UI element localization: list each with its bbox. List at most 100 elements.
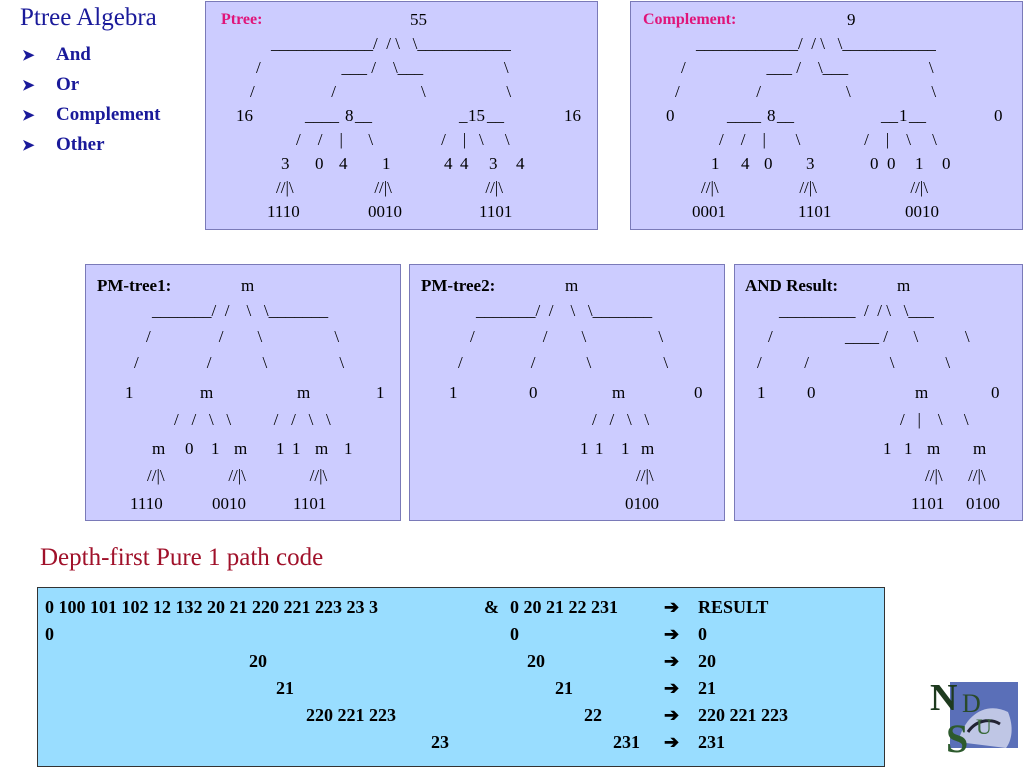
tree-edges: //|\ //|\	[925, 466, 986, 485]
complement-node: 0	[994, 106, 1003, 125]
ndsu-logo: N D S U	[930, 677, 1018, 761]
and-result-node: m	[915, 383, 929, 402]
ptree-node: 8	[345, 106, 354, 125]
pm-tree1-node: m	[152, 439, 166, 458]
ptree-node: 4	[444, 154, 453, 173]
and-result-node: 0	[991, 383, 1000, 402]
path-code-right: 20	[527, 651, 545, 671]
pm-tree1-node: m	[234, 439, 248, 458]
ptree-root: 55	[410, 10, 427, 29]
tree-edges: //|\ //|\ //|\	[701, 178, 928, 197]
and-result-node: m	[973, 439, 987, 458]
arrow-bullet-icon: ➤	[22, 137, 35, 154]
path-code-left: 220 221 223	[306, 705, 396, 725]
pm-tree2-node: 1	[595, 439, 604, 458]
bullet-list: ➤And ➤Or ➤Complement ➤Other	[22, 40, 160, 160]
complement-node: 0	[942, 154, 951, 173]
arrow-bullet-icon: ➤	[22, 47, 35, 64]
bullet-item: ➤Or	[22, 70, 160, 100]
right-arrow-icon: ➔	[664, 597, 680, 617]
complement-node: 0	[764, 154, 773, 173]
pm-tree1-node: m	[200, 383, 214, 402]
right-arrow-icon: ➔	[664, 732, 680, 752]
tree-edges: ____________/ / \ \___________	[271, 34, 511, 53]
path-code-right: 22	[584, 705, 602, 725]
complement-node: 0	[870, 154, 879, 173]
bullet-item: ➤And	[22, 40, 160, 70]
tree-edges: //|\ //|\ //|\	[276, 178, 503, 197]
pm-tree1-label: PM-tree1:	[97, 276, 172, 295]
pm-tree2-node: 1	[621, 439, 630, 458]
complement-box: Complement: 9 ____________/ / \ \_______…	[630, 1, 1023, 230]
and-result-node: 1	[883, 439, 892, 458]
complement-leaf-code: 1101	[798, 202, 832, 221]
tree-edges: _________ / / \ \___	[779, 301, 934, 320]
and-result-leaf-code: 1101	[911, 494, 945, 513]
svg-text:U: U	[976, 714, 992, 739]
ptree-leaf-code: 0010	[368, 202, 402, 221]
pm-tree2-node: 0	[694, 383, 703, 402]
pm-tree2-label: PM-tree2:	[421, 276, 496, 295]
bullet-item: ➤Other	[22, 130, 160, 160]
tree-edges: ____	[727, 106, 761, 125]
ptree-node: 16	[236, 106, 253, 125]
and-result-box: AND Result: m _________ / / \ \___ / ___…	[734, 264, 1023, 521]
pm-tree1-node: m	[315, 439, 329, 458]
path-code-left: 20	[249, 651, 267, 671]
complement-node: 1	[711, 154, 720, 173]
and-result-root: m	[897, 276, 911, 295]
tree-edges: __	[909, 106, 926, 125]
path-code-result: 231	[698, 732, 725, 752]
svg-text:D: D	[962, 689, 981, 718]
and-result-label: AND Result:	[745, 276, 839, 295]
and-result-node: m	[927, 439, 941, 458]
ptree-node: 0	[315, 154, 324, 173]
pm-tree1-node: 1	[276, 439, 285, 458]
and-symbol: &	[484, 597, 499, 617]
path-code-right: 21	[555, 678, 573, 698]
tree-edges: _______/ / \ \_______	[152, 301, 329, 320]
ptree-node: 4	[339, 154, 348, 173]
pm-tree1-leaf-code: 0010	[212, 494, 246, 513]
pm-tree1-node: 1	[376, 383, 385, 402]
tree-edges: / / \ \ / / \ \	[174, 410, 331, 429]
complement-root: 9	[847, 10, 856, 29]
and-result-leaf-code: 0100	[966, 494, 1000, 513]
pm-tree1-node: 0	[185, 439, 194, 458]
tree-edges: __	[777, 106, 794, 125]
ptree-leaf-code: 1101	[479, 202, 513, 221]
ptree-node: 3	[489, 154, 498, 173]
path-code-left: 0 100 101 102 12 132 20 21 220 221 223 2…	[45, 597, 378, 617]
ptree-box: Ptree: 55 ____________/ / \ \___________…	[205, 1, 598, 230]
ptree-node: 1	[382, 154, 391, 173]
path-code-left: 21	[276, 678, 294, 698]
tree-edges: / / \ \	[146, 327, 340, 346]
tree-edges: / / \ \	[458, 353, 669, 372]
tree-edges: //|\	[636, 466, 654, 485]
tree-edges: / ___ / \___ \	[256, 58, 509, 77]
right-arrow-icon: ➔	[664, 705, 680, 725]
tree-edges: ____________/ / \ \___________	[696, 34, 936, 53]
pm-tree2-node: m	[641, 439, 655, 458]
path-code-left: 23	[431, 732, 449, 752]
pm-tree1-leaf-code: 1101	[293, 494, 327, 513]
complement-node: 3	[806, 154, 815, 173]
pm-tree2-root: m	[565, 276, 579, 295]
arrow-bullet-icon: ➤	[22, 77, 35, 94]
tree-edges: / ___ / \___ \	[681, 58, 934, 77]
pm-tree2-node: 1	[580, 439, 589, 458]
complement-leaf-code: 0001	[692, 202, 726, 221]
bullet-item: ➤Complement	[22, 100, 160, 130]
tree-edges: / / \ \	[592, 410, 650, 429]
ptree-label: Ptree:	[221, 11, 263, 28]
tree-edges: _______/ / \ \_______	[476, 301, 653, 320]
svg-text:N: N	[930, 677, 957, 719]
complement-node: 1	[899, 106, 908, 125]
pm-tree2-node: 0	[529, 383, 538, 402]
slide-title: Ptree Algebra	[20, 4, 157, 31]
tree-edges: _	[459, 106, 468, 125]
complement-node: 0	[887, 154, 896, 173]
path-code-right: 0	[510, 624, 519, 644]
complement-node: 4	[741, 154, 750, 173]
tree-edges: / / | \ / | \ \	[719, 130, 937, 149]
